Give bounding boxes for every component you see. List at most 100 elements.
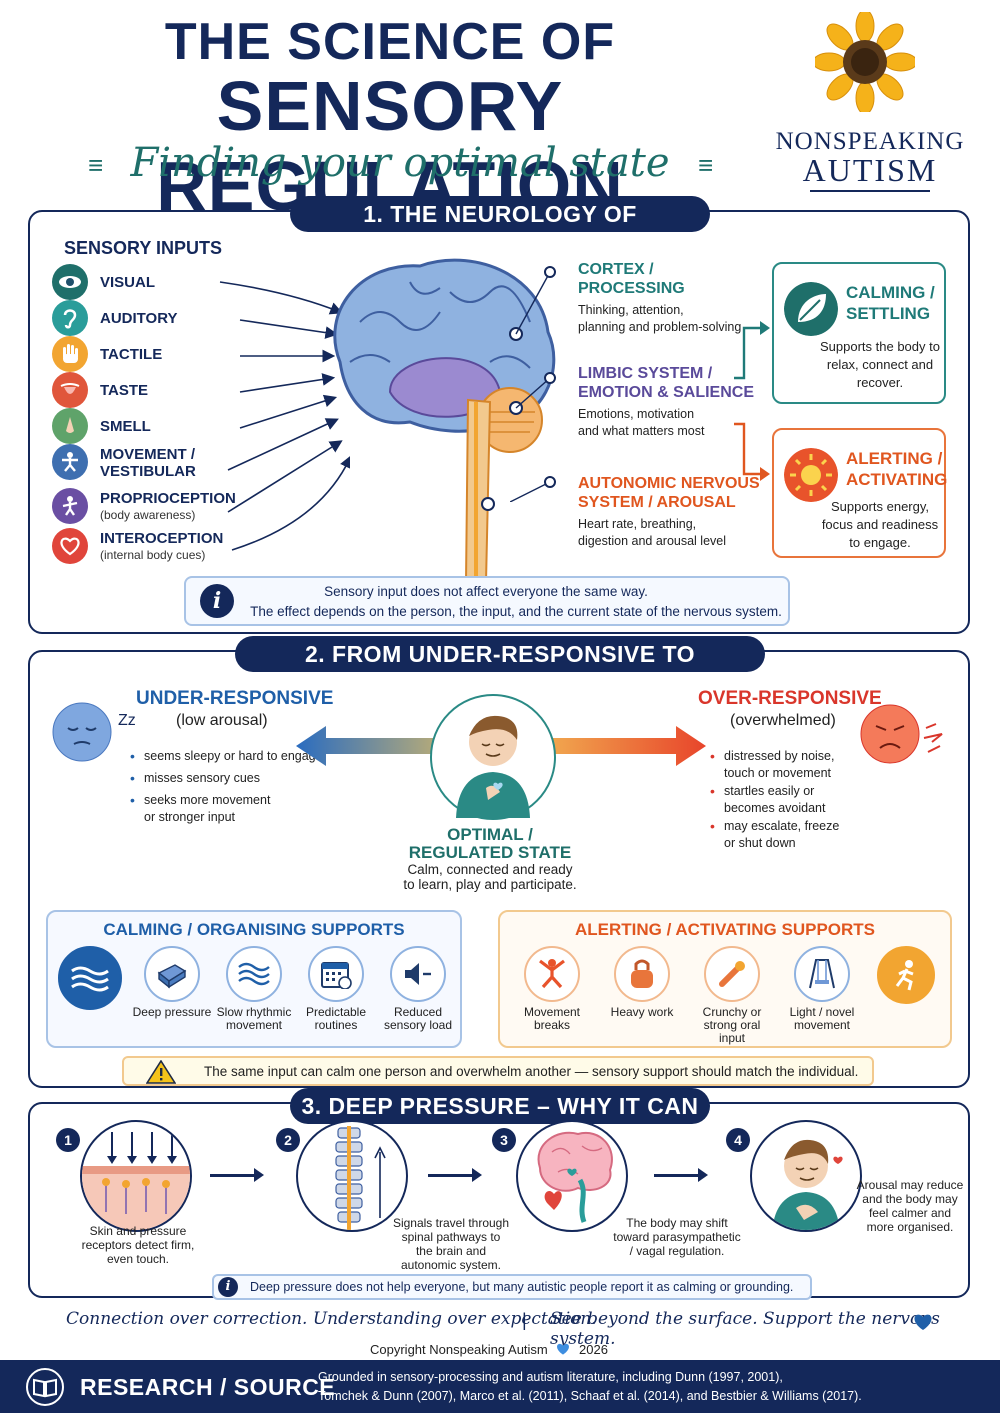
waves-icon — [58, 946, 122, 1010]
support-label: Light / novel movement — [789, 1005, 855, 1032]
calendar-icon — [308, 946, 364, 1002]
over-responsive-title: OVER-RESPONSIVE — [698, 688, 882, 709]
sun-icon — [784, 448, 838, 502]
spine-icon — [296, 1120, 408, 1232]
book-icon — [26, 1368, 64, 1406]
calming-support-reduced-load: Reduced sensory load — [378, 946, 458, 1032]
alerting-supports-panel: ALERTING / ACTIVATING SUPPORTS Movement … — [498, 910, 952, 1048]
step-description: The body may shift toward parasympatheti… — [613, 1216, 741, 1258]
info-box-variability: i Sensory input does not affect everyone… — [184, 576, 790, 626]
info-text-line-2: The effect depends on the person, the in… — [250, 604, 782, 619]
calming-support-routines: Predictable routines — [296, 946, 376, 1032]
ans-description-line: digestion and arousal level — [578, 534, 727, 548]
limbic-description: Emotions, motivation and what matters mo… — [578, 406, 704, 440]
limbic-title: LIMBIC SYSTEM / EMOTION & SALIENCE — [578, 364, 754, 402]
research-footer-bar: RESEARCH / SOURCE Grounded in sensory-pr… — [0, 1360, 1000, 1413]
title-line-1: THE SCIENCE OF — [164, 13, 616, 71]
brand-name-line-2: AUTISM — [802, 152, 938, 188]
copyright-notice: Copyright Nonspeaking Autism 2026 — [370, 1342, 608, 1357]
warning-box: The same input can calm one person and o… — [122, 1056, 874, 1086]
limbic-title-line: LIMBIC SYSTEM / — [578, 365, 713, 382]
heart-icon — [52, 528, 88, 564]
sensory-input-smell: SMELL — [52, 408, 262, 444]
ans-description: Heart rate, breathing, digestion and aro… — [578, 516, 726, 550]
warning-text: The same input can calm one person and o… — [204, 1064, 859, 1079]
skin-receptors-icon — [80, 1120, 192, 1232]
step-description: Signals travel through spinal pathways t… — [392, 1216, 510, 1272]
under-responsive-subtitle: (low arousal) — [176, 712, 268, 729]
state-arrows — [734, 321, 770, 481]
section-2-banner: 2. FROM UNDER-RESPONSIVE TO OVERWHELMED — [235, 636, 765, 703]
sensory-input-sub: (body awareness) — [100, 508, 196, 522]
movement-icon — [52, 444, 88, 480]
cortex-title-line: PROCESSING — [578, 280, 685, 297]
copyright-year: 2026 — [579, 1342, 608, 1357]
alerting-supports-title: ALERTING / ACTIVATING SUPPORTS — [574, 920, 876, 939]
step-number: 3 — [492, 1128, 516, 1152]
step-number: 1 — [56, 1128, 80, 1152]
calming-support-deep-pressure: Deep pressure — [132, 946, 212, 1019]
stress-lines-icon — [923, 723, 943, 753]
info-box-deep-pressure: i Deep pressure does not help everyone, … — [212, 1274, 812, 1300]
ans-title: AUTONOMIC NERVOUS SYSTEM / AROUSAL — [578, 474, 760, 512]
support-label: Crunchy or strong oral input — [702, 1005, 762, 1045]
sensory-input-label: TACTILE — [100, 346, 163, 363]
limbic-description-line: and what matters most — [578, 424, 705, 438]
section-1-banner: 1. THE NEUROLOGY OF REGULATION — [290, 196, 710, 263]
under-responsive-bullet: seems sleepy or hard to engage — [130, 748, 324, 765]
sunflower-logo-icon — [815, 12, 915, 112]
brand-name-line-1: NONSPEAKING — [775, 128, 965, 155]
step-number: 2 — [276, 1128, 300, 1152]
cortex-title: CORTEX / PROCESSING — [578, 260, 685, 298]
research-text-line-1: Grounded in sensory-processing and autis… — [318, 1370, 783, 1384]
section-responsiveness: 2. FROM UNDER-RESPONSIVE TO OVERWHELMED … — [28, 636, 970, 1088]
heart-icon — [914, 1314, 932, 1330]
under-responsive-bullet: misses sensory cues — [130, 770, 324, 787]
sensory-input-label: INTEROCEPTION (internal body cues) — [100, 530, 223, 564]
research-source-title: RESEARCH / SOURCE — [80, 1374, 336, 1400]
info-icon: i — [200, 584, 234, 618]
step-description: Arousal may reduce and the body may feel… — [856, 1178, 964, 1234]
distressed-face-icon — [860, 704, 920, 764]
limbic-title-line: EMOTION & SALIENCE — [578, 384, 755, 401]
alerting-support-heavy-work: Heavy work — [602, 946, 682, 1019]
alerting-support-running — [866, 946, 946, 1004]
section-neurology: 1. THE NEUROLOGY OF REGULATION SENSORY I… — [28, 196, 970, 634]
optimal-state-description: Calm, connected and ready to learn, play… — [403, 862, 577, 892]
oral-tool-icon — [704, 946, 760, 1002]
kettlebell-icon — [614, 946, 670, 1002]
brain-heart-icon — [516, 1120, 628, 1232]
calming-card-title-line: CALMING / — [846, 283, 935, 302]
info-text-line-1: Sensory input does not affect everyone t… — [324, 584, 648, 599]
support-label: Predictable routines — [305, 1005, 367, 1032]
sensory-input-label: SMELL — [100, 418, 151, 435]
over-responsive-bullet: may escalate, freeze or shut down — [710, 818, 848, 852]
calming-supports-panel: CALMING / ORGANISING SUPPORTS Deep press… — [46, 910, 462, 1048]
tagline-separator: | — [522, 1310, 527, 1330]
ans-description-line: Heart rate, breathing, — [578, 517, 697, 531]
running-person-icon — [877, 946, 935, 1004]
rhythm-waves-icon — [226, 946, 282, 1002]
nose-icon — [52, 408, 88, 444]
cortex-description: Thinking, attention, planning and proble… — [578, 302, 741, 336]
sensory-input-name: PROPRIOCEPTION — [100, 490, 236, 507]
calming-card-title: CALMING / SETTLING — [846, 282, 935, 324]
calming-support-waves — [50, 946, 130, 1010]
sleep-z-icon: Zz — [118, 712, 136, 729]
brain-label-connectors — [510, 266, 556, 502]
step-arrow-icon — [428, 1168, 482, 1182]
sensory-input-label: VISUAL — [100, 274, 156, 291]
calming-card-description: Supports the body to relax, connect and … — [820, 339, 940, 390]
alerting-activating-card: ALERTING / ACTIVATING Supports energy, f… — [772, 428, 947, 558]
optimal-title-line: OPTIMAL / — [447, 825, 533, 844]
hand-icon — [52, 336, 88, 372]
sensory-input-proprioception: PROPRIOCEPTION (body awareness) — [52, 488, 262, 524]
input-arrows — [219, 281, 350, 551]
ans-title-line: SYSTEM / AROUSAL — [578, 494, 736, 511]
calming-supports-title: CALMING / ORGANISING SUPPORTS — [103, 920, 405, 939]
sensory-inputs-title: SENSORY INPUTS — [64, 238, 223, 258]
sensory-input-movement: MOVEMENT / VESTIBULAR — [52, 444, 262, 480]
optimal-title-line: REGULATED STATE — [408, 843, 572, 862]
step-description: Skin and pressure receptors detect firm,… — [81, 1224, 195, 1266]
calming-settling-card: CALMING / SETTLING Supports the body to … — [772, 262, 946, 404]
